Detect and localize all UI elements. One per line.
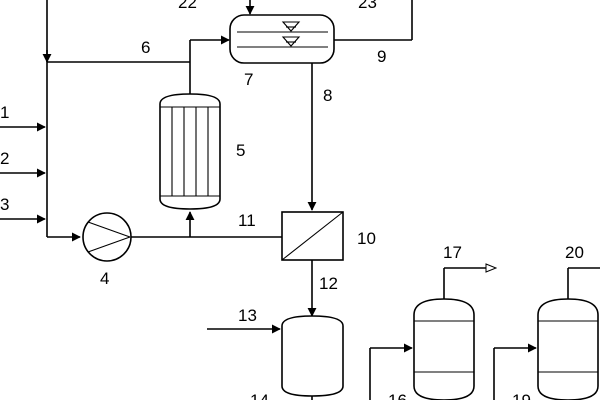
label-19: 19	[512, 391, 531, 400]
tank-icon	[281, 315, 344, 397]
label-4: 4	[100, 269, 109, 288]
label-23: 23	[358, 0, 377, 12]
label-22: 22	[178, 0, 197, 12]
label-5: 5	[236, 141, 245, 160]
label-1: 1	[0, 103, 9, 122]
label-9: 9	[377, 47, 386, 66]
label-3: 3	[0, 195, 9, 214]
label-13: 13	[238, 306, 257, 325]
column-icon	[413, 298, 475, 400]
label-7: 7	[244, 70, 253, 89]
label-14: 14	[250, 391, 269, 400]
label-8: 8	[323, 86, 332, 105]
label-11: 11	[238, 211, 256, 230]
tube-reactor-icon	[159, 93, 221, 210]
label-17: 17	[443, 243, 462, 262]
label-2: 2	[0, 149, 9, 168]
separator-drum-icon	[229, 14, 335, 64]
label-12: 12	[319, 274, 338, 293]
membrane-filter-icon	[281, 211, 344, 261]
pump-icon	[82, 212, 132, 262]
label-6: 6	[141, 38, 150, 57]
label-10: 10	[357, 229, 376, 248]
column-icon	[537, 298, 599, 400]
label-16: 16	[388, 391, 407, 400]
label-20: 20	[565, 243, 584, 262]
